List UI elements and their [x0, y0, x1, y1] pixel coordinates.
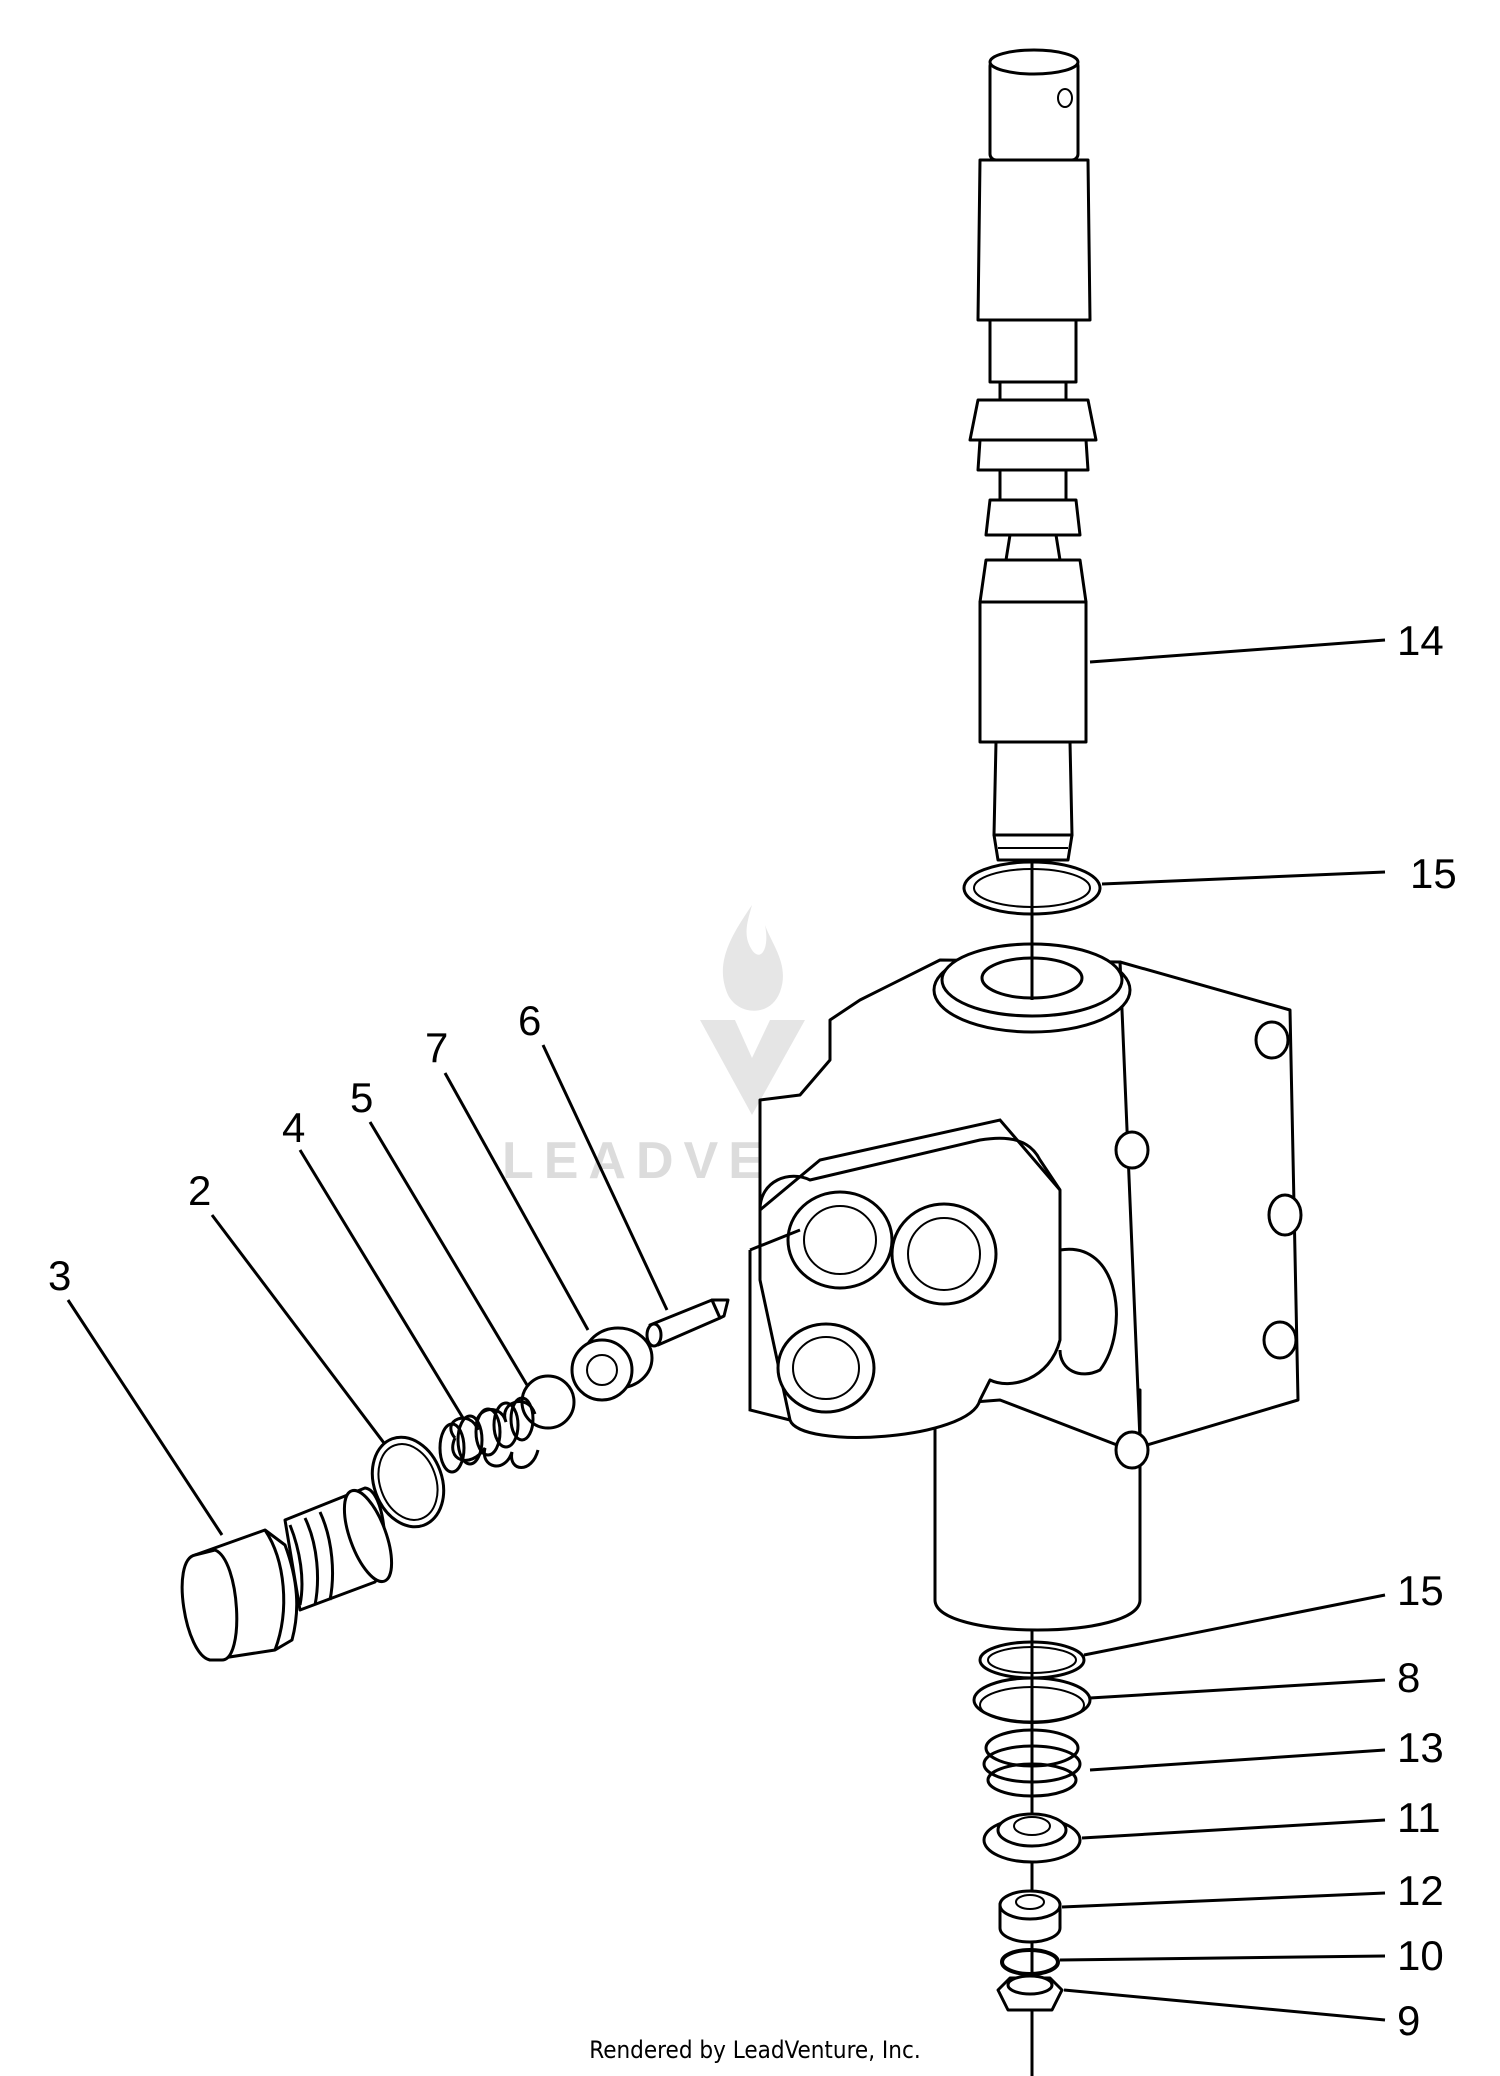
part-6-pin — [645, 1298, 730, 1348]
callout-11: 11 — [1397, 1794, 1441, 1841]
callout-5: 5 — [350, 1074, 373, 1121]
callout-7: 7 — [425, 1024, 448, 1071]
part-7-seat — [570, 1326, 654, 1402]
callout-6: 6 — [518, 997, 541, 1044]
callout-13: 13 — [1397, 1724, 1444, 1771]
watermark-v-icon — [700, 1020, 805, 1115]
part-12-spacer — [998, 1889, 1062, 1944]
part-13-spring — [982, 1728, 1082, 1798]
part-9-screw — [996, 1974, 1064, 2012]
part-3-plug — [180, 1486, 394, 1662]
callout-15-top: 15 — [1410, 850, 1457, 897]
callout-15-bottom: 15 — [1397, 1567, 1444, 1614]
callout-8: 8 — [1397, 1654, 1420, 1701]
callout-14: 14 — [1397, 617, 1444, 664]
callout-2: 2 — [188, 1167, 211, 1214]
callout-labels: 14 15 6 7 5 4 2 3 15 8 13 11 12 10 9 — [48, 617, 1457, 2044]
port-upper-right — [890, 1202, 998, 1306]
callout-12: 12 — [1397, 1867, 1444, 1914]
port-lower — [776, 1322, 876, 1414]
callout-10: 10 — [1397, 1932, 1444, 1979]
watermark-flame-icon — [722, 905, 783, 1011]
part-4-spring — [438, 1396, 540, 1474]
render-credit: Rendered by LeadVenture, Inc. — [589, 2036, 920, 2064]
part-11-spring-seat — [982, 1812, 1082, 1864]
part-8-washer — [972, 1676, 1092, 1724]
callout-9: 9 — [1397, 1997, 1420, 2044]
leader-lines — [66, 638, 1386, 2022]
port-upper-left — [786, 1190, 894, 1290]
part-10-retainer-ring — [1000, 1948, 1060, 1976]
part-2-o-ring — [370, 1435, 446, 1529]
callout-4: 4 — [282, 1104, 305, 1151]
part-14-spool — [968, 48, 1098, 862]
valve-body — [748, 942, 1303, 1632]
callout-3: 3 — [48, 1252, 71, 1299]
